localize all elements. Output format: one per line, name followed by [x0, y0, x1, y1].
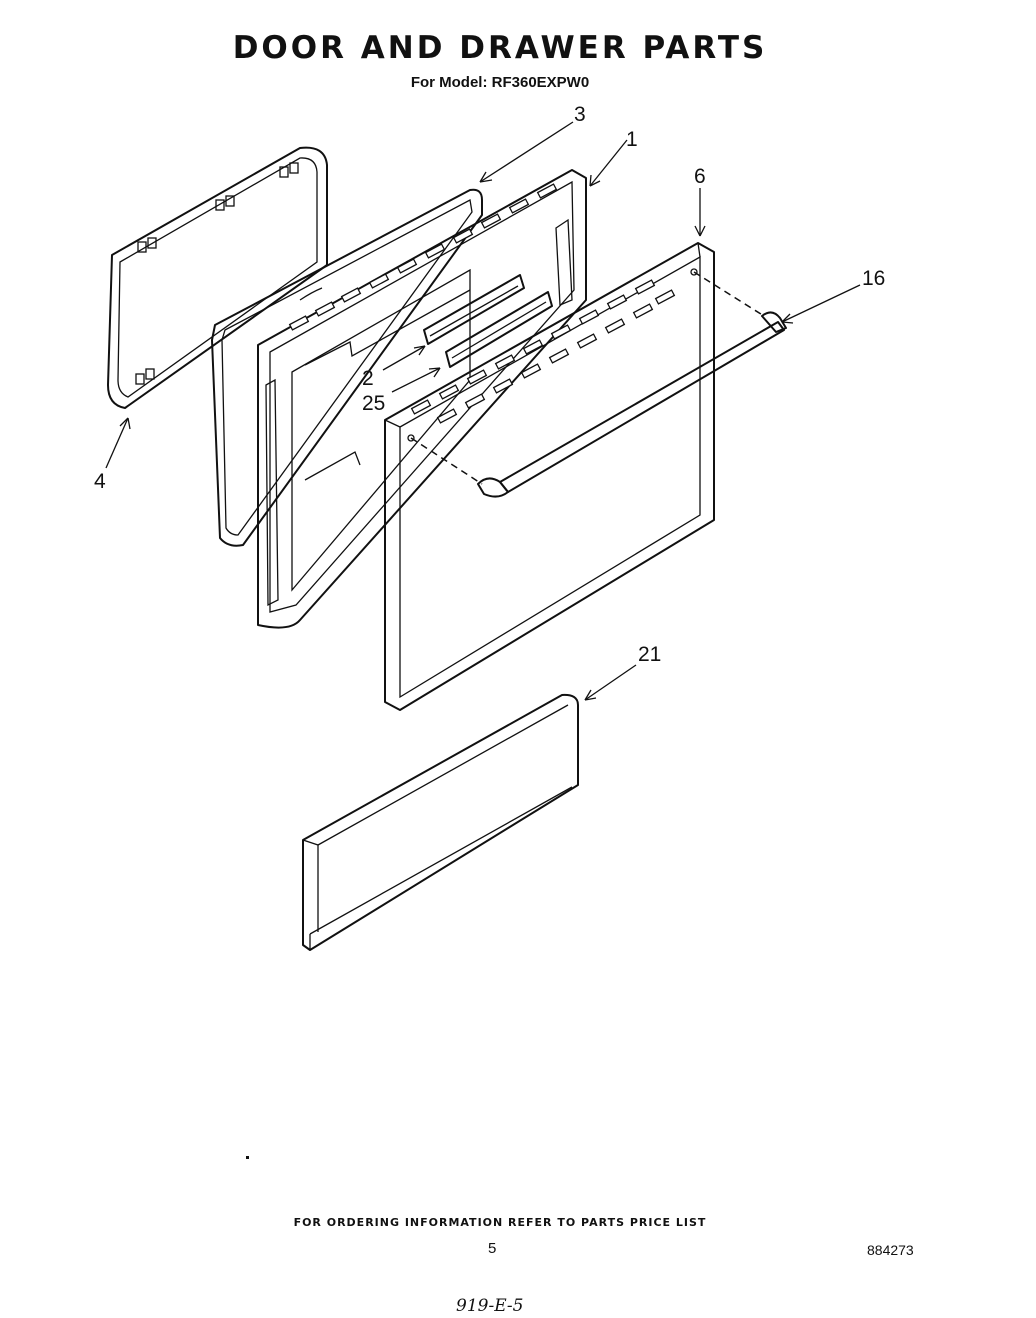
- part-1-outer-door-frame: [257, 169, 587, 629]
- leader-lines: [105, 121, 861, 701]
- part-21-drawer-front: [302, 693, 579, 951]
- page-title: DOOR AND DRAWER PARTS: [232, 30, 768, 66]
- callout-part-3: 3: [574, 103, 586, 126]
- stray-dot: [246, 1156, 249, 1159]
- callout-part-16: 16: [862, 267, 885, 290]
- part-25-hinge-bracket: [445, 291, 553, 368]
- part-2-hinge-bracket: [423, 274, 525, 345]
- handwritten-note: 919-E-5: [456, 1296, 524, 1316]
- page-number: 5: [488, 1240, 497, 1257]
- ordering-note: FOR ORDERING INFORMATION REFER TO PARTS …: [293, 1216, 707, 1229]
- part-16-door-handle: [410, 271, 787, 498]
- callout-part-1: 1: [626, 128, 638, 151]
- callout-part-25: 25: [362, 392, 385, 415]
- panel-vent-slots: [410, 279, 676, 424]
- part-4-inner-door-panel: [107, 146, 328, 409]
- callout-part-2: 2: [362, 367, 374, 390]
- frame-vent-slots: [288, 183, 558, 331]
- callout-part-4: 4: [94, 470, 106, 493]
- part-6-outer-door-panel: [384, 242, 715, 711]
- callout-part-6: 6: [694, 165, 706, 188]
- callout-part-21: 21: [638, 643, 661, 666]
- model-subtitle: For Model: RF360EXPW0: [410, 74, 590, 91]
- document-number: 884273: [867, 1242, 914, 1258]
- part-3-door-gasket: [211, 188, 483, 547]
